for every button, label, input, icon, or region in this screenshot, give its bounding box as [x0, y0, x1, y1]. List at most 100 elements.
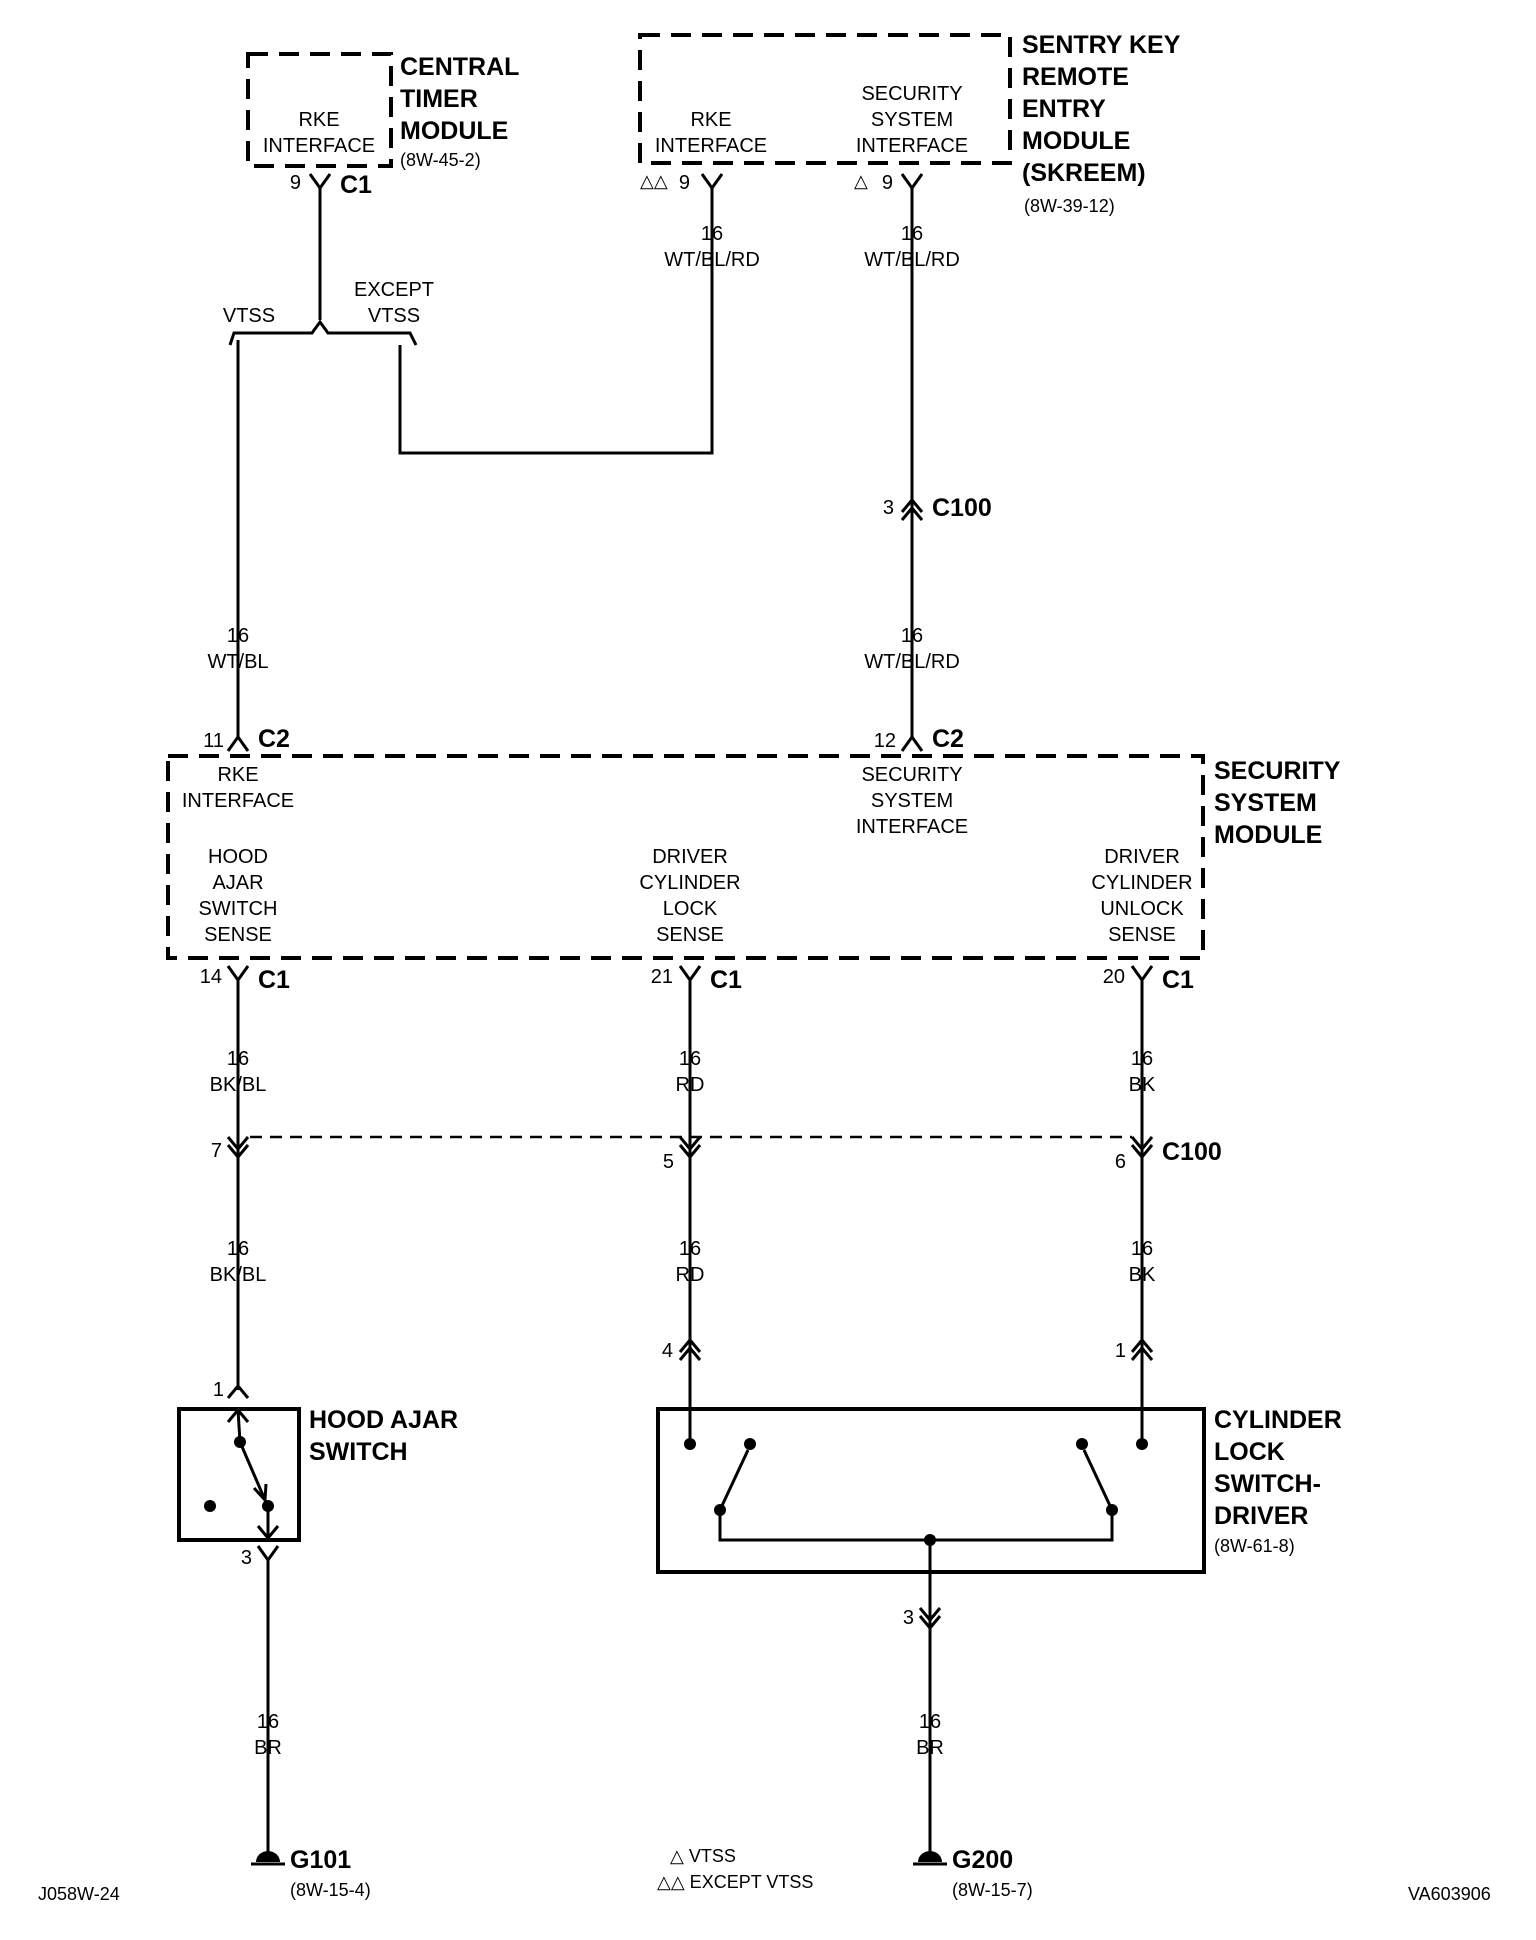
ssm-unlock-pin: 20: [1103, 966, 1125, 988]
wire-label-hood-ground-color: BR: [254, 1737, 282, 1759]
cyl-left-connector-icon: [678, 1337, 702, 1361]
cyl-ref: (8W-61-8): [1214, 1536, 1295, 1556]
hood-ajar-switch: 1 3 HOOD AJAR SWITCH 16 BR: [177, 1379, 458, 1853]
skreem-rke-label-1: RKE: [690, 109, 731, 131]
ssm-sec-label-2: SYSTEM: [871, 790, 953, 812]
ssm-lock-connector: C1: [710, 966, 742, 994]
security-system-module-box: [166, 754, 1205, 960]
cylinder-lock-switch: 3 CYLINDER LOCK SWITCH- DRIVER (8W-61-8)…: [656, 1352, 1342, 1853]
wire-label-lock-lower-gauge: 16: [679, 1238, 701, 1260]
security-system-module: RKE INTERFACE SECURITY SYSTEM INTERFACE …: [166, 754, 1341, 994]
wire-label-hood-lower-gauge: 16: [227, 1238, 249, 1260]
wire-label-hood-upper-gauge: 16: [227, 1048, 249, 1070]
central-timer-module: RKE INTERFACE CENTRAL TIMER MODULE (8W-4…: [246, 52, 519, 199]
ground-g200-ref: (8W-15-7): [952, 1880, 1033, 1900]
skreem-sec-pin: 9: [882, 172, 893, 194]
cyl-bottom-pin: 3: [903, 1607, 914, 1629]
ctm-name-1: CENTRAL: [400, 53, 519, 81]
ssm-unlock-label-4: SENSE: [1108, 924, 1176, 946]
c100-lower-unlock-pin: 6: [1115, 1151, 1126, 1173]
ssm-hood-label-1: HOOD: [208, 846, 268, 868]
skreem-rke-connector-icon: [700, 173, 724, 191]
ssm-lock-pin: 21: [651, 966, 673, 988]
cyl-name-1: CYLINDER: [1214, 1406, 1342, 1434]
except-vtss-wire: [398, 188, 714, 455]
footer-right-code: VA603906: [1408, 1884, 1491, 1904]
skreem-name-3: ENTRY: [1022, 95, 1106, 123]
cyl-right-blade: [1082, 1449, 1114, 1511]
ground-g200-name: G200: [952, 1846, 1013, 1874]
ssm-name-1: SECURITY: [1214, 757, 1341, 785]
ctm-rke-label-1: RKE: [298, 109, 339, 131]
ground-g101-name: G101: [290, 1846, 351, 1874]
wire-label-lock-lower-color: RD: [676, 1264, 705, 1286]
ctm-ref: (8W-45-2): [400, 150, 481, 170]
lower-wiring: 16 BK/BL 16 RD 16 BK 7 5 6 C100 16 BK/BL…: [210, 980, 1222, 1445]
ctm-connector: C1: [340, 171, 372, 199]
wire-label-hood-lower-color: BK/BL: [210, 1264, 267, 1286]
cyl-bottom-connector-icon: [918, 1607, 942, 1631]
skreem-rke-pin: 9: [679, 172, 690, 194]
c100-upper-connector-icon: [900, 497, 924, 521]
skreem-name-5: (SKREEM): [1022, 159, 1146, 187]
wire-label-lock-upper-gauge: 16: [679, 1048, 701, 1070]
skreem-rke-mark-icon: △△: [640, 171, 668, 191]
ssm-hood-connector: C1: [258, 966, 290, 994]
ssm-hood-label-4: SENSE: [204, 924, 272, 946]
c100-lower-name: C100: [1162, 1138, 1222, 1166]
splice-vtss-label: VTSS: [223, 305, 275, 327]
ssm-hood-label-2: AJAR: [212, 872, 263, 894]
wire-label-lock-upper-color: RD: [676, 1074, 705, 1096]
cyl-common-bus: [718, 1510, 1114, 1542]
hood-switch-bottom-connector-icon: [256, 1545, 280, 1563]
wire-label-sec-gauge: 16: [901, 625, 923, 647]
cyl-left-pin: 4: [662, 1340, 673, 1362]
ssm-hood-pin: 14: [200, 966, 222, 988]
ssm-name-2: SYSTEM: [1214, 789, 1317, 817]
ssm-sec-pin: 12: [874, 730, 896, 752]
hood-switch-bottom-pin: 3: [241, 1547, 252, 1569]
cyl-right-connector-icon: [1130, 1337, 1154, 1361]
c100-lower-hood-connector-icon: [226, 1136, 250, 1160]
ground-g101-ref: (8W-15-4): [290, 1880, 371, 1900]
ssm-rke-pin: 11: [203, 730, 224, 752]
skreem-rke-label-2: INTERFACE: [655, 135, 767, 157]
wire-label-skreem-rke-color: WT/BL/RD: [664, 249, 760, 271]
cyl-name-4: DRIVER: [1214, 1502, 1308, 1530]
legend: △ VTSS △△ EXCEPT VTSS: [657, 1846, 813, 1892]
ssm-lock-connector-icon: [678, 965, 702, 983]
top-wiring: VTSS EXCEPT VTSS 16 WT/BL/RD 16 WT/BL/RD…: [203, 188, 992, 753]
ssm-hood-connector-icon: [226, 965, 250, 983]
cyl-name-3: SWITCH-: [1214, 1470, 1321, 1498]
legend-except-vtss: △△ EXCEPT VTSS: [657, 1872, 813, 1892]
cyl-left-blade: [718, 1449, 750, 1511]
hood-switch-top-pin: 1: [213, 1379, 224, 1401]
cyl-right-pin: 1: [1115, 1340, 1126, 1362]
c100-lower-unlock-connector-icon: [1130, 1136, 1154, 1160]
cyl-name-2: LOCK: [1214, 1438, 1285, 1466]
legend-vtss: △ VTSS: [670, 1846, 736, 1866]
ctm-rke-label-2: INTERFACE: [263, 135, 375, 157]
hood-switch-name-2: SWITCH: [309, 1438, 408, 1466]
hood-switch-top-connector-icon: [226, 1383, 250, 1399]
ssm-unlock-label-2: CYLINDER: [1091, 872, 1192, 894]
central-timer-module-box: [246, 52, 393, 168]
wire-label-skreem-sec-color: WT/BL/RD: [864, 249, 960, 271]
splice-except-label-2: VTSS: [368, 305, 420, 327]
cyl-contact-left-open: [744, 1438, 756, 1450]
ctm-name-2: TIMER: [400, 85, 478, 113]
wire-label-cyl-ground-gauge: 16: [919, 1711, 941, 1733]
ssm-rke-label-1: RKE: [217, 764, 258, 786]
ssm-rke-connector-icon: [226, 734, 250, 752]
wire-label-unlock-lower-gauge: 16: [1131, 1238, 1153, 1260]
cyl-contact-right-open: [1076, 1438, 1088, 1450]
wire-label-cyl-ground-color: BR: [916, 1737, 944, 1759]
ground-g101-icon: [256, 1851, 280, 1862]
skreem-sec-label-1: SECURITY: [861, 83, 962, 105]
wire-label-unlock-upper-color: BK: [1129, 1074, 1156, 1096]
ssm-lock-label-2: CYLINDER: [639, 872, 740, 894]
footer-left-code: J058W-24: [38, 1884, 120, 1904]
ssm-sec-label-1: SECURITY: [861, 764, 962, 786]
ssm-sec-connector-icon: [900, 734, 924, 752]
